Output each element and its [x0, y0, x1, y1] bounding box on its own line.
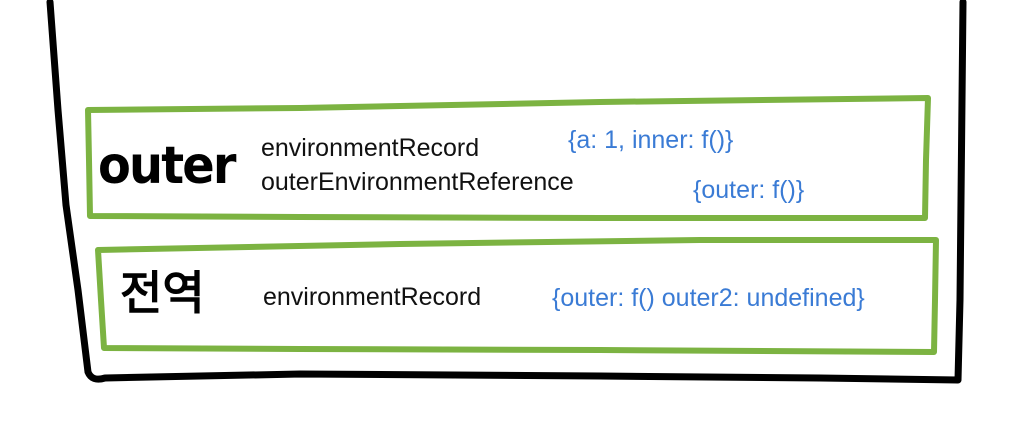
outer-environment-record-value: {a: 1, inner: f()}: [568, 126, 734, 154]
outer-context-box: [85, 95, 931, 221]
outer-environment-reference-label: outerEnvironmentReference: [261, 168, 574, 196]
global-environment-record-label: environmentRecord: [263, 283, 482, 311]
global-environment-record-value: {outer: f() outer2: undefined}: [552, 284, 865, 312]
global-context-title: 전역: [120, 266, 205, 320]
stack-outline: [46, 0, 967, 384]
outer-environment-reference-value: {outer: f()}: [693, 176, 805, 204]
outer-context-title: outer: [98, 136, 236, 196]
outer-environment-record-label: environmentRecord: [261, 134, 480, 162]
global-context-box: [95, 237, 939, 355]
